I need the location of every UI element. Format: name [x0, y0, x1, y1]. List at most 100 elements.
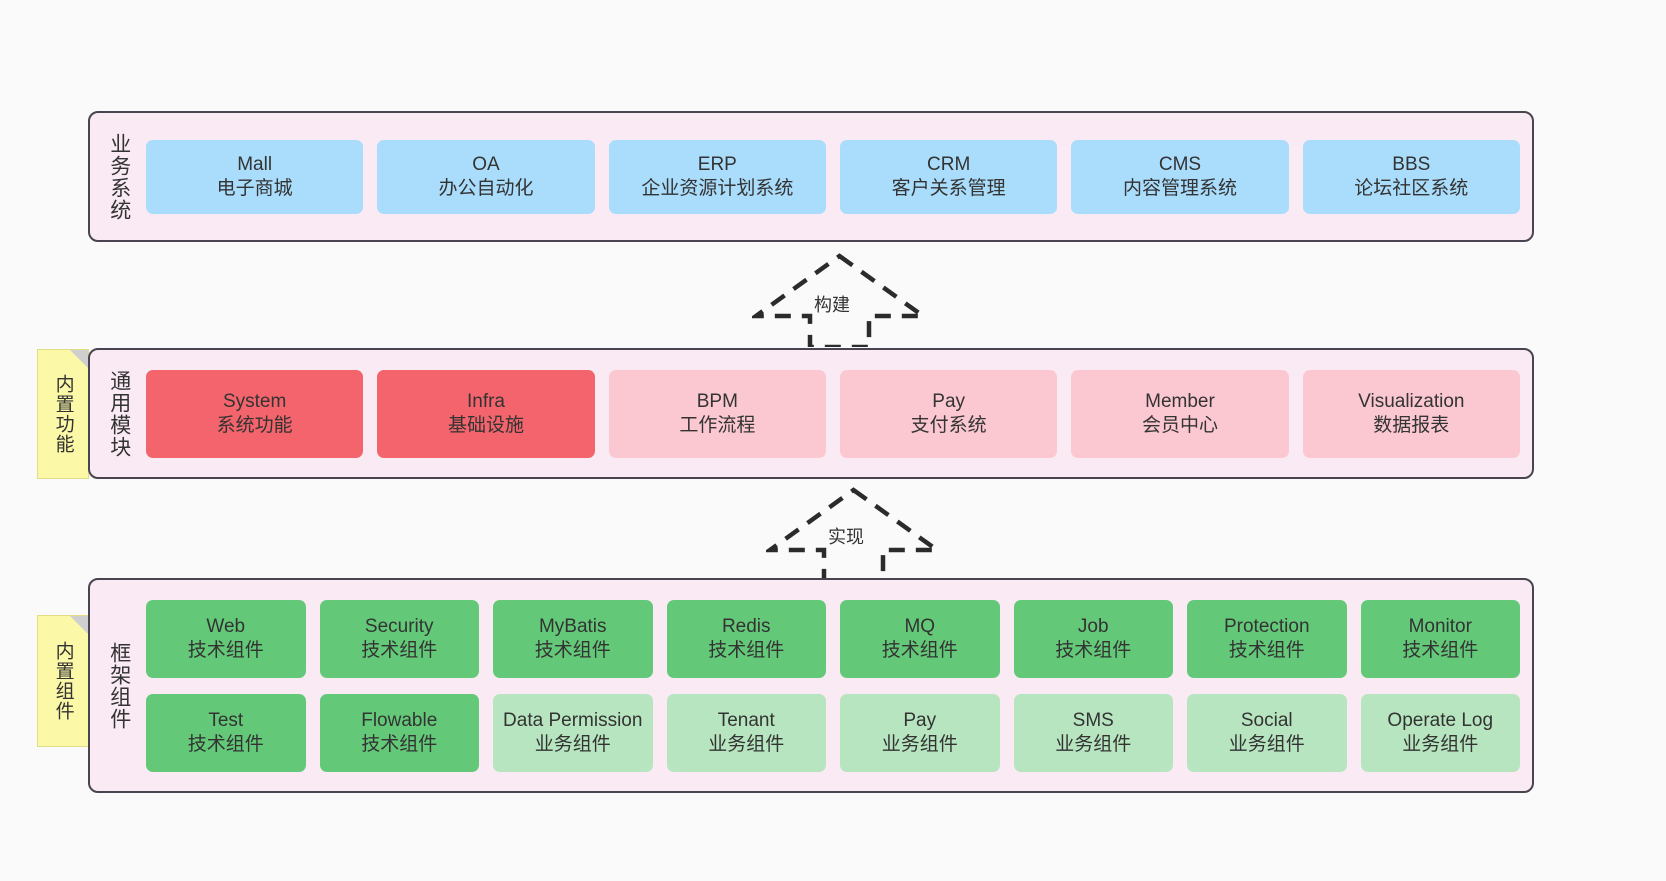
box-label-cn: 技术组件 — [708, 639, 785, 661]
box-test[interactable]: Test 技术组件 — [146, 693, 306, 772]
layer-title-framework-components: 框架组件 — [107, 641, 131, 730]
box-label-en: Web — [206, 616, 246, 638]
box-infra[interactable]: Infra 基础设施 — [377, 369, 595, 458]
box-pay-component[interactable]: Pay 业务组件 — [840, 693, 1000, 772]
box-label-en: Infra — [466, 391, 505, 413]
box-cms[interactable]: CMS 内容管理系统 — [1071, 139, 1289, 214]
box-label-en: MyBatis — [538, 616, 607, 638]
box-row: Test 技术组件 Flowable 技术组件 Data Permission … — [146, 693, 1520, 772]
note-built-in-components: 内置组件 — [37, 615, 89, 747]
box-label-en: Data Permission — [503, 710, 643, 732]
box-sms[interactable]: SMS 业务组件 — [1013, 693, 1173, 772]
box-label-en: BPM — [696, 391, 738, 413]
box-label-en: SMS — [1072, 710, 1114, 732]
note-built-in-functions: 内置功能 — [37, 349, 89, 479]
box-label-en: Redis — [721, 616, 771, 638]
layer-title-business-system: 业务系统 — [107, 132, 131, 221]
box-label-cn: 数据报表 — [1373, 414, 1450, 436]
box-label-en: Job — [1077, 616, 1109, 638]
box-label-en: ERP — [697, 154, 737, 176]
box-label-cn: 业务组件 — [881, 733, 958, 755]
box-label-cn: 工作流程 — [679, 414, 756, 436]
box-label-cn: 业务组件 — [534, 733, 611, 755]
box-operate-log[interactable]: Operate Log 业务组件 — [1360, 693, 1520, 772]
box-label-cn: 内容管理系统 — [1122, 177, 1237, 199]
box-flowable[interactable]: Flowable 技术组件 — [319, 693, 479, 772]
box-system[interactable]: System 系统功能 — [146, 369, 364, 458]
box-label-en: Monitor — [1408, 616, 1472, 638]
box-oa[interactable]: OA 办公自动化 — [377, 139, 595, 214]
box-label-en: Mall — [237, 154, 273, 176]
box-label-cn: 基础设施 — [447, 414, 524, 436]
arrow-implement-label: 实现 — [828, 527, 864, 547]
box-label-cn: 办公自动化 — [438, 177, 534, 199]
note-label: 内置组件 — [52, 641, 74, 721]
arrow-build-label: 构建 — [814, 295, 850, 315]
box-social[interactable]: Social 业务组件 — [1187, 693, 1347, 772]
box-security[interactable]: Security 技术组件 — [319, 599, 479, 678]
box-label-cn: 技术组件 — [187, 639, 264, 661]
box-row: Web 技术组件 Security 技术组件 MyBatis 技术组件 Redi… — [146, 599, 1520, 678]
box-label-en: Tenant — [717, 710, 775, 732]
box-row: Mall 电子商城 OA 办公自动化 ERP 企业资源计划系统 CRM 客户关系… — [146, 139, 1520, 214]
box-protection[interactable]: Protection 技术组件 — [1187, 599, 1347, 678]
box-label-en: Test — [208, 710, 244, 732]
box-mybatis[interactable]: MyBatis 技术组件 — [493, 599, 653, 678]
box-label-cn: 技术组件 — [881, 639, 958, 661]
layer-body-business-system: Mall 电子商城 OA 办公自动化 ERP 企业资源计划系统 CRM 客户关系… — [136, 123, 1520, 230]
box-label-cn: 业务组件 — [1055, 733, 1132, 755]
box-data-permission[interactable]: Data Permission 业务组件 — [493, 693, 653, 772]
layer-body-common-modules: System 系统功能 Infra 基础设施 BPM 工作流程 Pay 支付系统… — [136, 360, 1520, 467]
box-pay-module[interactable]: Pay 支付系统 — [839, 369, 1058, 458]
box-member[interactable]: Member 会员中心 — [1071, 369, 1289, 458]
box-label-cn: 技术组件 — [361, 639, 438, 661]
box-label-en: Flowable — [361, 710, 438, 732]
box-mall[interactable]: Mall 电子商城 — [146, 139, 364, 214]
box-mq[interactable]: MQ 技术组件 — [840, 599, 1000, 678]
box-label-en: Pay — [932, 391, 966, 413]
box-label-cn: 技术组件 — [187, 733, 264, 755]
box-crm[interactable]: CRM 客户关系管理 — [839, 139, 1058, 214]
box-visualization[interactable]: Visualization 数据报表 — [1302, 369, 1520, 458]
box-label-en: Pay — [903, 710, 937, 732]
box-label-cn: 企业资源计划系统 — [641, 177, 794, 199]
box-label-cn: 技术组件 — [1055, 639, 1132, 661]
box-bpm[interactable]: BPM 工作流程 — [608, 369, 826, 458]
box-tenant[interactable]: Tenant 业务组件 — [666, 693, 826, 772]
box-web[interactable]: Web 技术组件 — [146, 599, 306, 678]
box-label-en: Visualization — [1358, 391, 1465, 413]
box-label-cn: 业务组件 — [1228, 733, 1305, 755]
box-job[interactable]: Job 技术组件 — [1013, 599, 1173, 678]
box-label-en: System — [222, 391, 287, 413]
box-label-en: OA — [472, 154, 500, 176]
box-erp[interactable]: ERP 企业资源计划系统 — [608, 139, 826, 214]
box-label-en: Social — [1240, 710, 1293, 732]
box-label-cn: 技术组件 — [1402, 639, 1479, 661]
box-label-cn: 论坛社区系统 — [1354, 177, 1469, 199]
box-row: System 系统功能 Infra 基础设施 BPM 工作流程 Pay 支付系统… — [146, 369, 1520, 458]
box-label-cn: 支付系统 — [910, 414, 987, 436]
box-label-cn: 系统功能 — [216, 414, 293, 436]
layer-business-system: 业务系统 Mall 电子商城 OA 办公自动化 ERP 企业资源计划系统 CRM… — [88, 111, 1534, 242]
box-label-cn: 会员中心 — [1141, 414, 1218, 436]
box-label-cn: 业务组件 — [1402, 733, 1479, 755]
box-label-en: CRM — [927, 154, 971, 176]
box-label-en: CMS — [1158, 154, 1202, 176]
box-label-en: MQ — [904, 616, 936, 638]
layer-body-framework-components: Web 技术组件 Security 技术组件 MyBatis 技术组件 Redi… — [136, 590, 1520, 781]
box-label-en: Security — [364, 616, 434, 638]
box-label-cn: 技术组件 — [534, 639, 611, 661]
layer-title-common-modules: 通用模块 — [107, 369, 131, 458]
box-label-en: Member — [1145, 391, 1215, 413]
box-label-en: Operate Log — [1387, 710, 1494, 732]
box-bbs[interactable]: BBS 论坛社区系统 — [1302, 139, 1520, 214]
box-monitor[interactable]: Monitor 技术组件 — [1360, 599, 1520, 678]
box-label-cn: 客户关系管理 — [891, 177, 1006, 199]
box-redis[interactable]: Redis 技术组件 — [666, 599, 826, 678]
box-label-cn: 业务组件 — [708, 733, 785, 755]
box-label-cn: 电子商城 — [216, 177, 293, 199]
box-label-en: BBS — [1392, 154, 1431, 176]
box-label-cn: 技术组件 — [361, 733, 438, 755]
note-label: 内置功能 — [52, 374, 74, 454]
